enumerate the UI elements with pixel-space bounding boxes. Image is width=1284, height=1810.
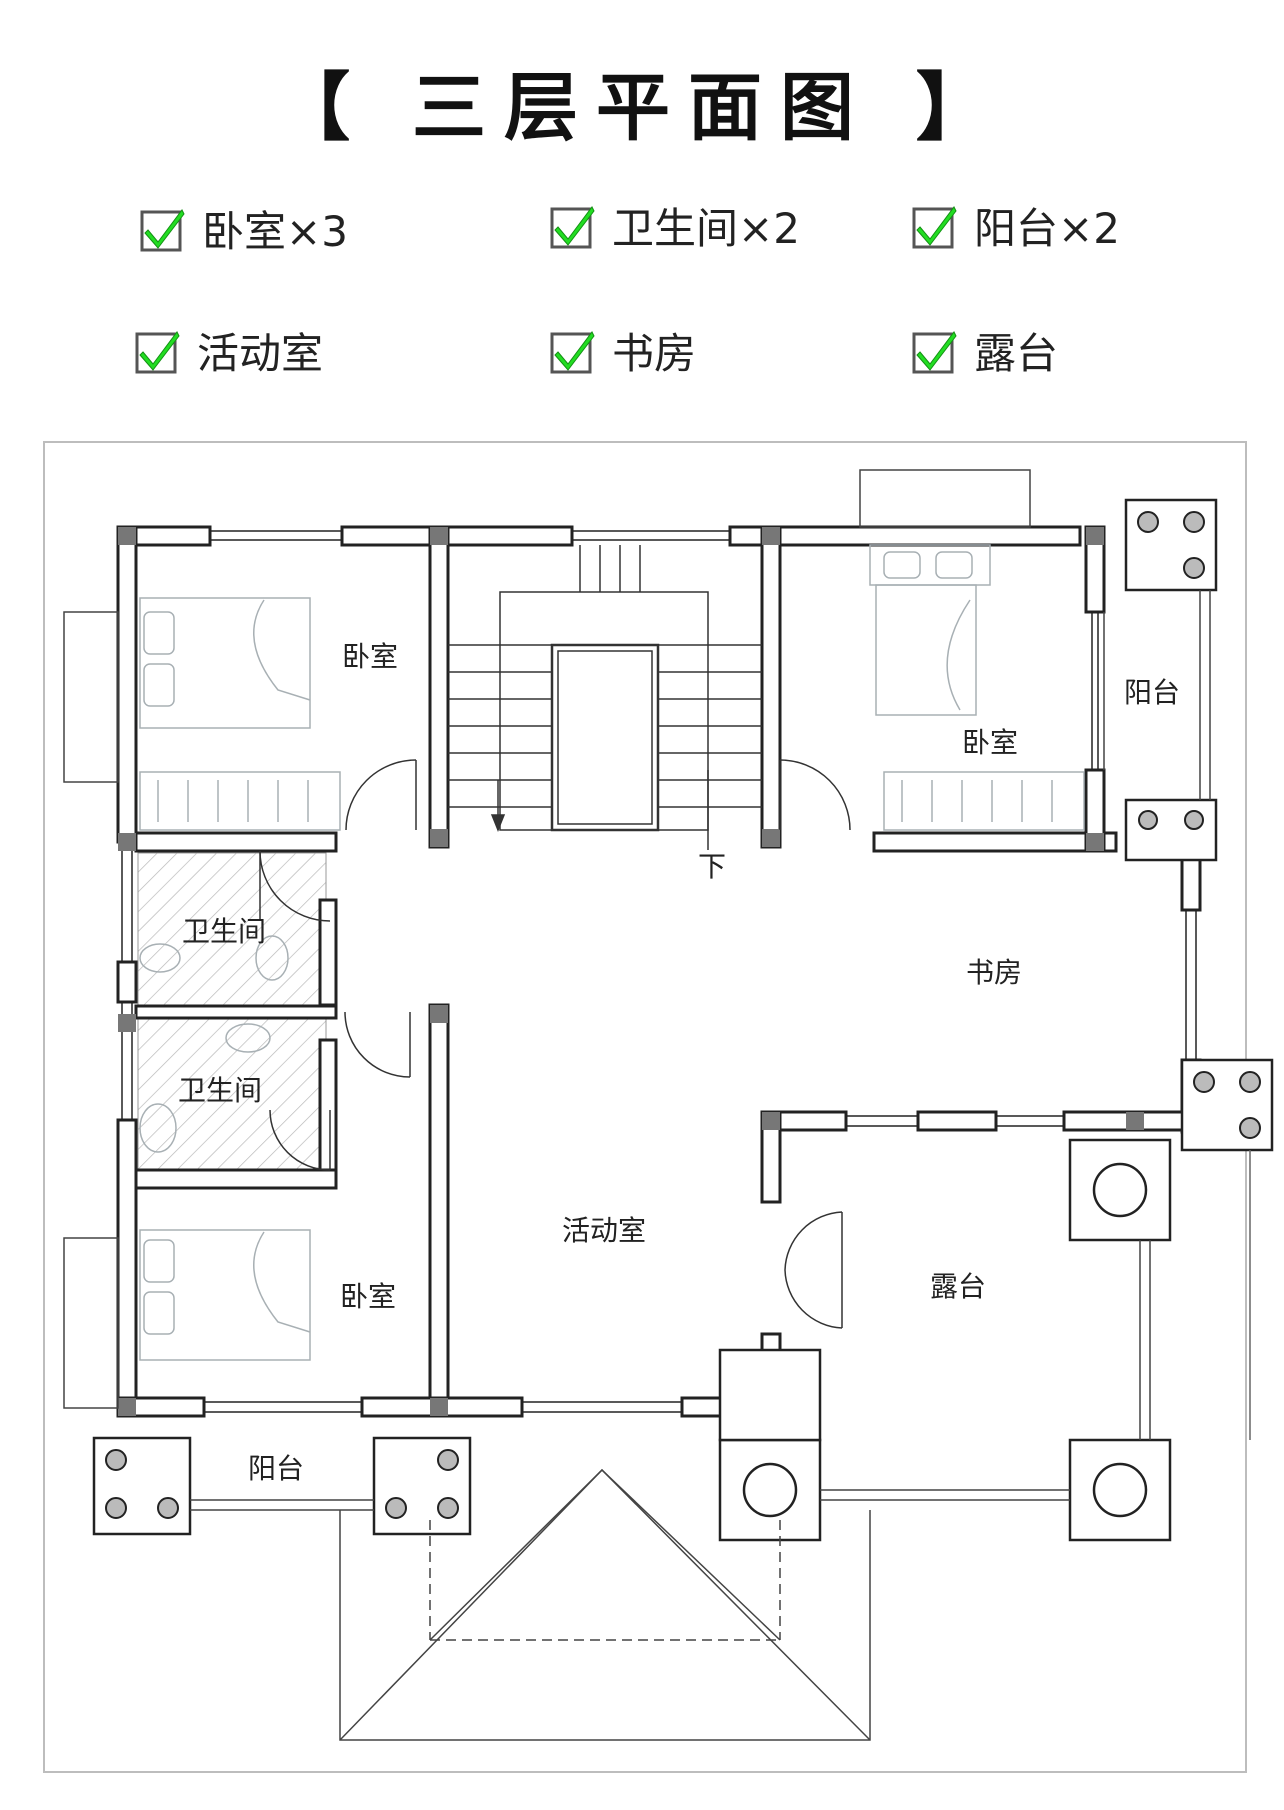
room-label-balcony: 阳台 <box>248 1452 304 1485</box>
room-label-terrace: 露台 <box>930 1270 986 1303</box>
feature-label: 活动室 <box>197 329 324 378</box>
room-label-bedroom: 卧室 <box>962 726 1018 759</box>
feature-label: 卫生间×2 <box>612 204 800 253</box>
room-label-balcony: 阳台 <box>1124 676 1180 709</box>
staircase <box>448 545 762 850</box>
round-columns <box>742 1162 1148 1518</box>
feature-bathroom: 卫生间×2 <box>550 195 800 256</box>
checkmark-icon <box>912 205 957 248</box>
stair-down-label: 下 <box>698 850 726 883</box>
feature-study: 书房 <box>550 320 696 381</box>
room-label-bathroom: 卫生间 <box>178 1074 262 1107</box>
furniture <box>139 544 1085 1361</box>
feature-bedroom: 卧室×3 <box>140 198 348 259</box>
feature-label: 阳台×2 <box>974 204 1120 253</box>
bathroom-floor <box>137 852 327 1008</box>
room-label-study: 书房 <box>966 956 1022 989</box>
feature-activity-room: 活动室 <box>135 320 323 381</box>
checkmark-icon <box>912 330 957 373</box>
checkmark-icon <box>135 330 180 373</box>
feature-balcony: 阳台×2 <box>912 195 1120 256</box>
walls <box>116 525 1202 1418</box>
feature-label: 卧室×3 <box>202 207 348 256</box>
room-label-bedroom: 卧室 <box>342 640 398 673</box>
checkmark-icon <box>550 330 595 373</box>
checkmark-icon <box>550 205 595 248</box>
railings <box>63 469 1251 1511</box>
feature-label: 书房 <box>612 329 697 378</box>
checkmark-icon <box>140 208 185 251</box>
feature-label: 露台 <box>974 329 1059 378</box>
room-label-activity: 活动室 <box>562 1214 646 1247</box>
room-label-bathroom: 卫生间 <box>182 915 266 948</box>
doors <box>259 759 851 1329</box>
page-title: 【 三层平面图 】 <box>276 65 1008 151</box>
room-label-bedroom: 卧室 <box>340 1280 396 1313</box>
roof <box>339 1468 871 1741</box>
pillar-posts <box>105 511 1261 1519</box>
feature-terrace: 露台 <box>912 320 1058 381</box>
